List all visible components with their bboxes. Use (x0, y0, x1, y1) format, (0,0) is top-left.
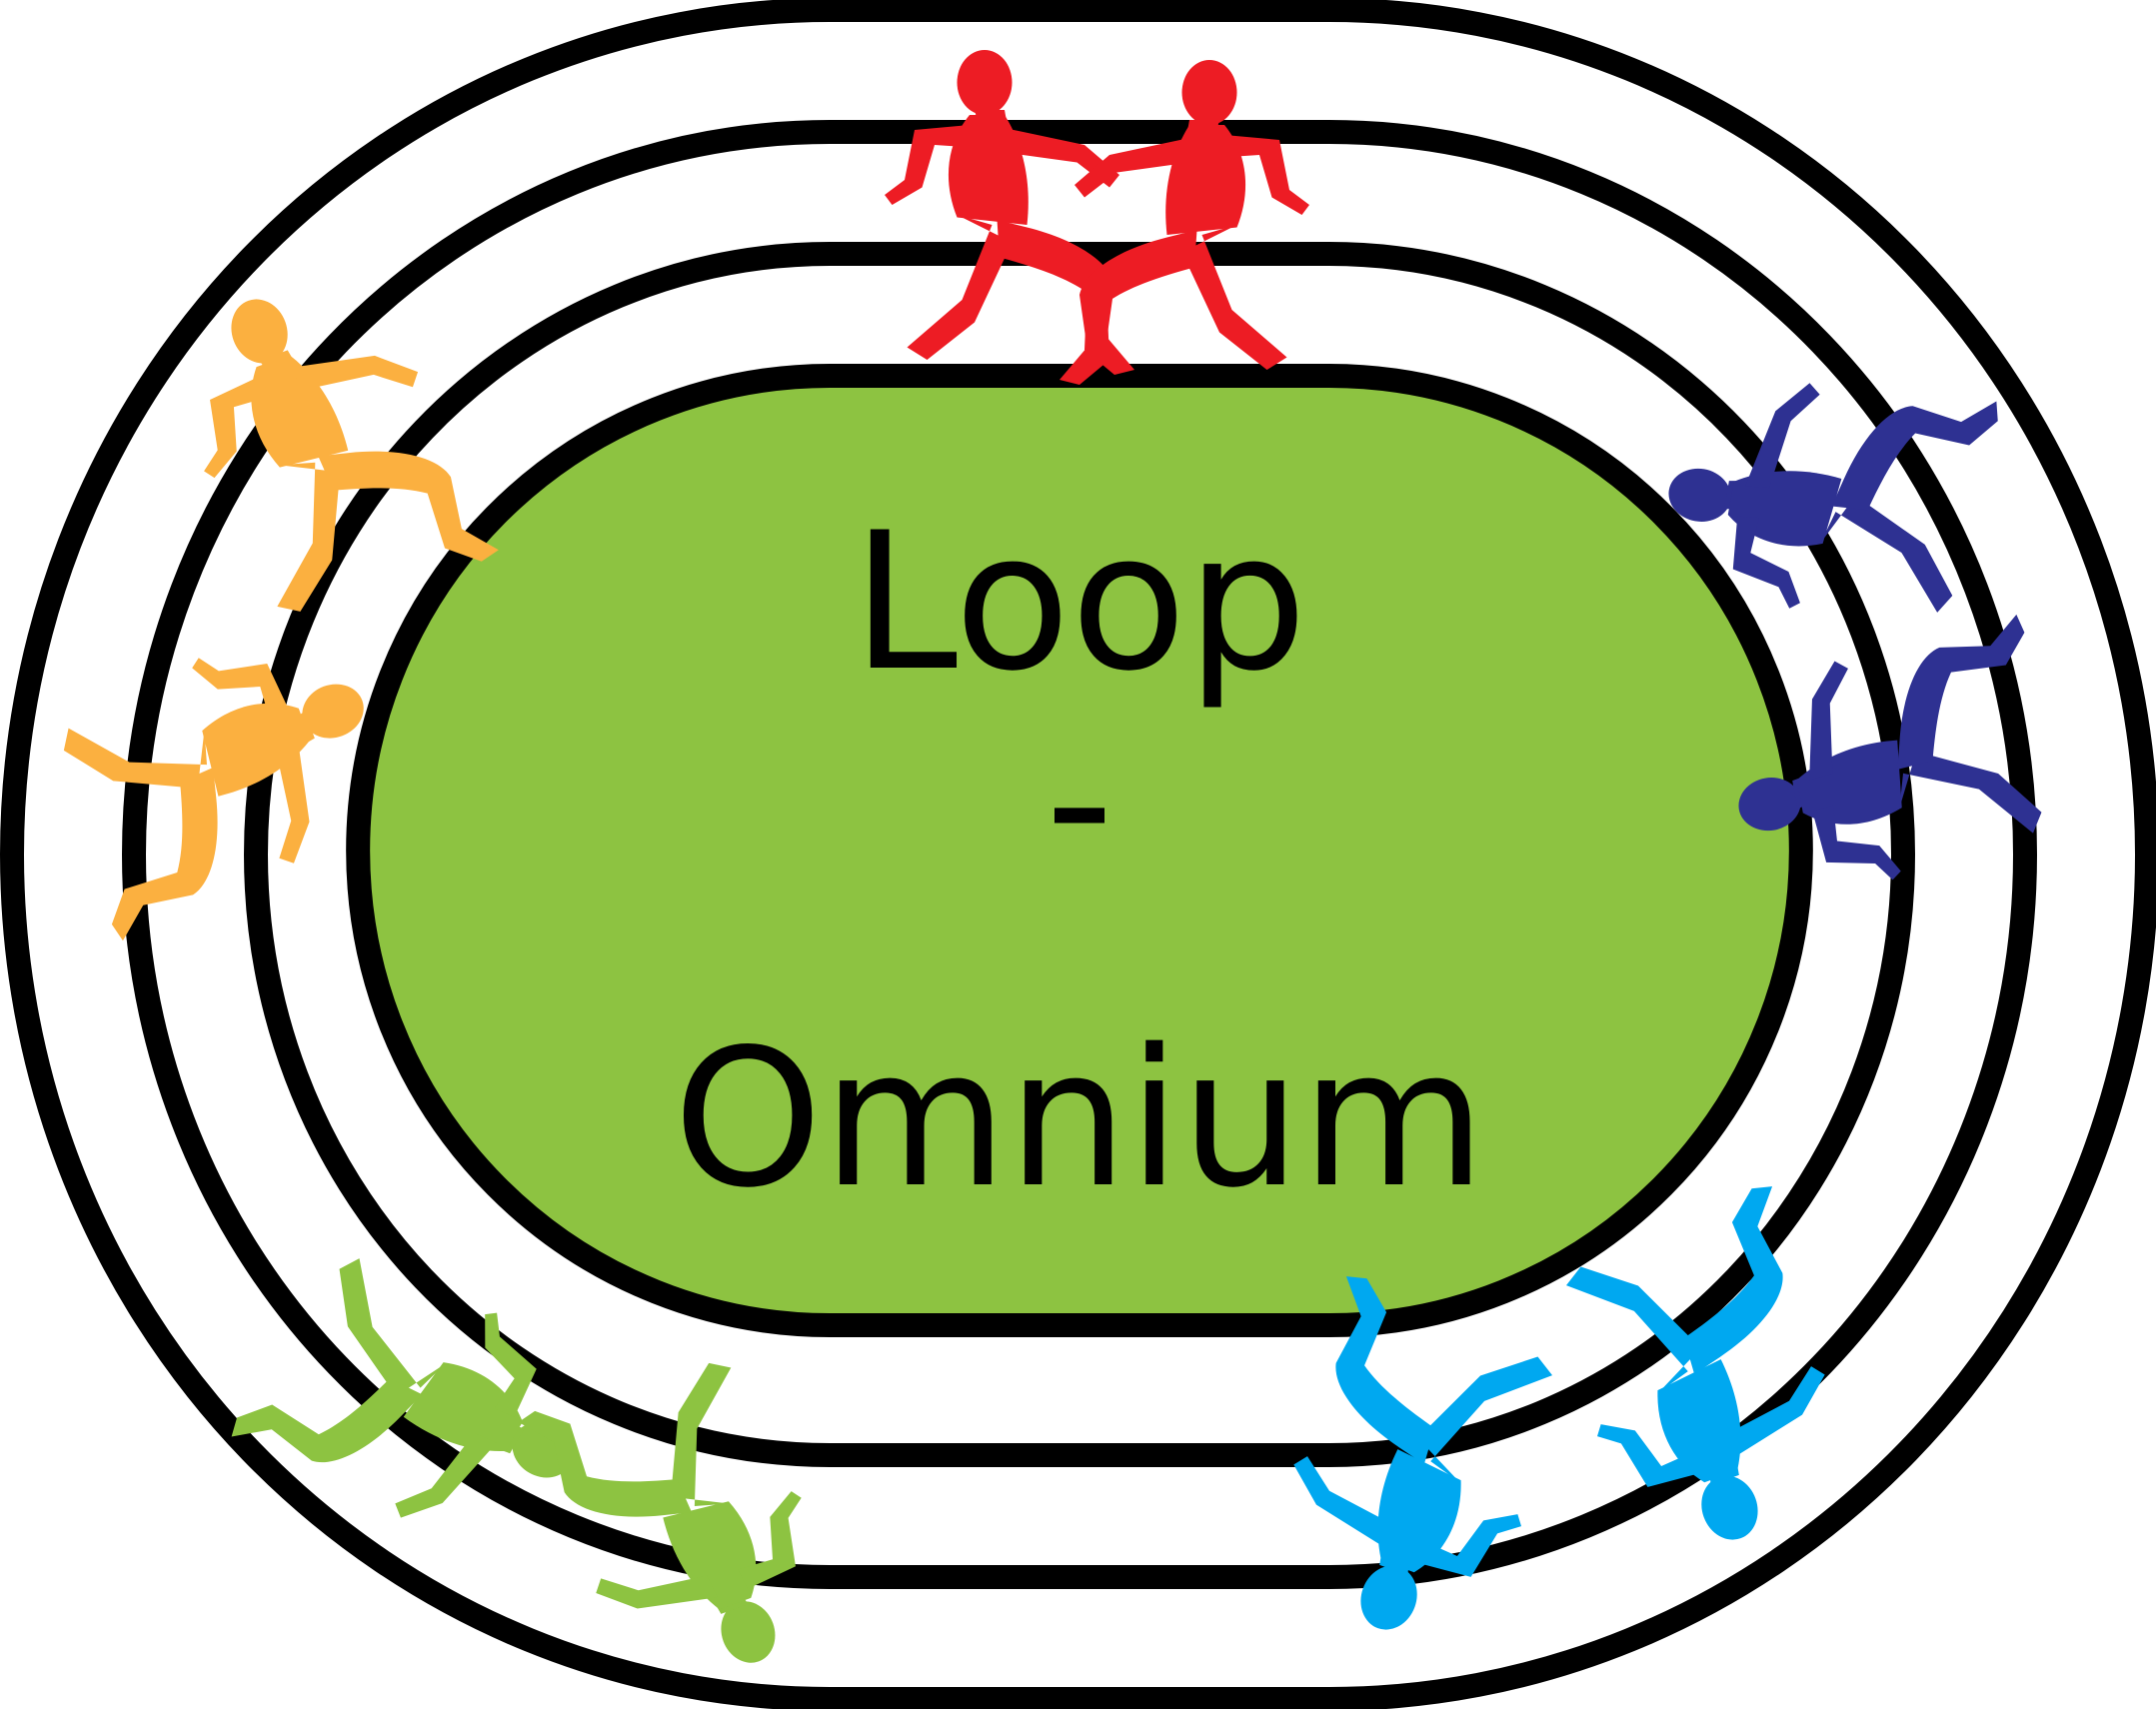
infield (346, 364, 1813, 1337)
red-runner-group (885, 50, 1309, 385)
title-loop: Loop (852, 492, 1307, 713)
title-dash: - (1046, 692, 1114, 912)
relay-runner-silhouette-icon (1060, 60, 1309, 385)
track-line-2 (122, 120, 2037, 1589)
diagram-title: Loop - Omnium (673, 492, 1485, 1229)
title-omnium: Omnium (673, 1008, 1485, 1229)
